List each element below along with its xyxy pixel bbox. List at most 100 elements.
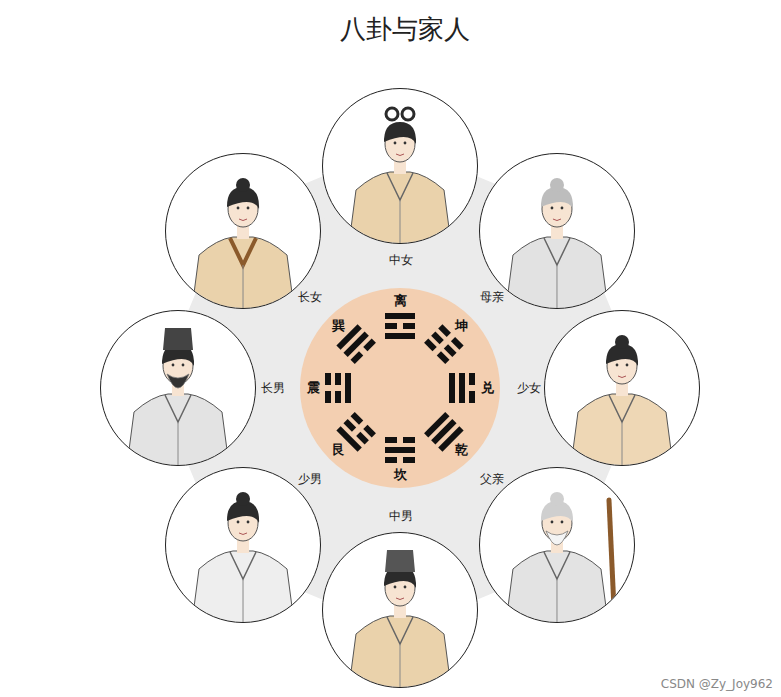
member-label: 长女 — [298, 292, 322, 305]
member-label: 中男 — [389, 510, 413, 523]
robe — [348, 172, 452, 251]
mouth — [396, 154, 404, 156]
beard — [167, 374, 189, 388]
eye — [551, 521, 554, 524]
mouth — [396, 598, 404, 600]
yin-line — [325, 391, 331, 403]
portrait — [100, 310, 256, 473]
eye — [561, 521, 564, 524]
collar — [544, 552, 570, 579]
robe — [348, 616, 452, 695]
portrait — [544, 310, 700, 473]
eye — [247, 207, 250, 210]
member-label: 母亲 — [480, 292, 504, 305]
trigram-name: 巽 — [332, 319, 345, 333]
mouth — [239, 533, 247, 535]
trigram-name: 艮 — [332, 442, 345, 456]
collar — [165, 395, 191, 422]
collar — [387, 617, 413, 644]
robe — [505, 551, 609, 630]
robe — [191, 551, 295, 630]
eye — [394, 586, 397, 589]
mouth — [553, 219, 561, 221]
mouth — [239, 219, 247, 221]
trigram-name: 离 — [394, 294, 407, 308]
yin-line — [356, 432, 369, 445]
hair-bun — [615, 335, 629, 349]
portrait — [322, 88, 478, 251]
eye — [561, 207, 564, 210]
family-circle: 父亲 — [479, 467, 635, 623]
hat — [385, 550, 415, 572]
hat — [163, 328, 193, 350]
yin-line — [385, 323, 397, 329]
yang-line — [385, 333, 415, 339]
eye — [237, 207, 240, 210]
beard — [546, 531, 568, 545]
yang-line — [385, 447, 415, 453]
family-circle: 少女 — [544, 310, 700, 466]
hair — [384, 122, 416, 144]
yin-line — [424, 339, 437, 352]
collar — [387, 173, 413, 200]
robe — [570, 394, 674, 473]
member-label: 少女 — [517, 382, 541, 395]
yin-line — [343, 419, 356, 432]
family-circle: 长女 — [165, 153, 321, 309]
yin-line — [363, 339, 376, 352]
portrait — [479, 153, 635, 316]
staff — [609, 500, 615, 630]
yin-line — [351, 412, 364, 425]
yin-line — [363, 425, 376, 438]
portrait — [165, 467, 321, 630]
eye — [404, 142, 407, 145]
yin-line — [438, 324, 451, 337]
portrait — [322, 532, 478, 695]
family-circle: 长男 — [100, 310, 256, 466]
yin-line — [403, 323, 415, 329]
mouth — [618, 376, 626, 378]
yin-line — [335, 373, 341, 385]
yin-line — [385, 457, 397, 463]
member-label: 长男 — [261, 382, 285, 395]
family-circle: 中男 — [322, 532, 478, 688]
hair-bun — [236, 492, 250, 506]
trigram-name: 震 — [307, 381, 320, 395]
trigram-name: 兑 — [481, 381, 494, 395]
eye — [182, 364, 185, 367]
hair-bun — [550, 178, 564, 192]
yin-line — [335, 391, 341, 403]
trigram-art — [300, 288, 500, 488]
yin-line — [431, 331, 444, 344]
eye — [172, 364, 175, 367]
yin-line — [325, 373, 331, 385]
robe — [191, 237, 295, 316]
family-circle: 中女 — [322, 88, 478, 244]
member-label: 少男 — [298, 473, 322, 486]
hair-bun — [550, 492, 564, 506]
portrait — [165, 153, 321, 316]
yang-line — [449, 373, 455, 403]
family-circle: 少男 — [165, 467, 321, 623]
eye — [616, 364, 619, 367]
trigram-name: 乾 — [455, 442, 468, 456]
disk — [300, 288, 500, 488]
member-label: 父亲 — [480, 473, 504, 486]
yin-line — [444, 344, 457, 357]
yin-line — [469, 373, 475, 385]
member-label: 中女 — [389, 254, 413, 267]
collar — [230, 238, 256, 265]
collar — [609, 395, 635, 422]
yang-line — [459, 373, 465, 403]
yin-line — [451, 337, 464, 350]
trigram-name: 坤 — [455, 319, 468, 333]
watermark: CSDN @Zy_Joy962 — [661, 677, 773, 691]
title: 八卦与家人 — [340, 12, 470, 47]
eye — [404, 586, 407, 589]
family-circle: 母亲 — [479, 153, 635, 309]
eye — [247, 521, 250, 524]
yang-line — [345, 373, 351, 403]
yin-line — [403, 457, 415, 463]
yin-line — [469, 391, 475, 403]
